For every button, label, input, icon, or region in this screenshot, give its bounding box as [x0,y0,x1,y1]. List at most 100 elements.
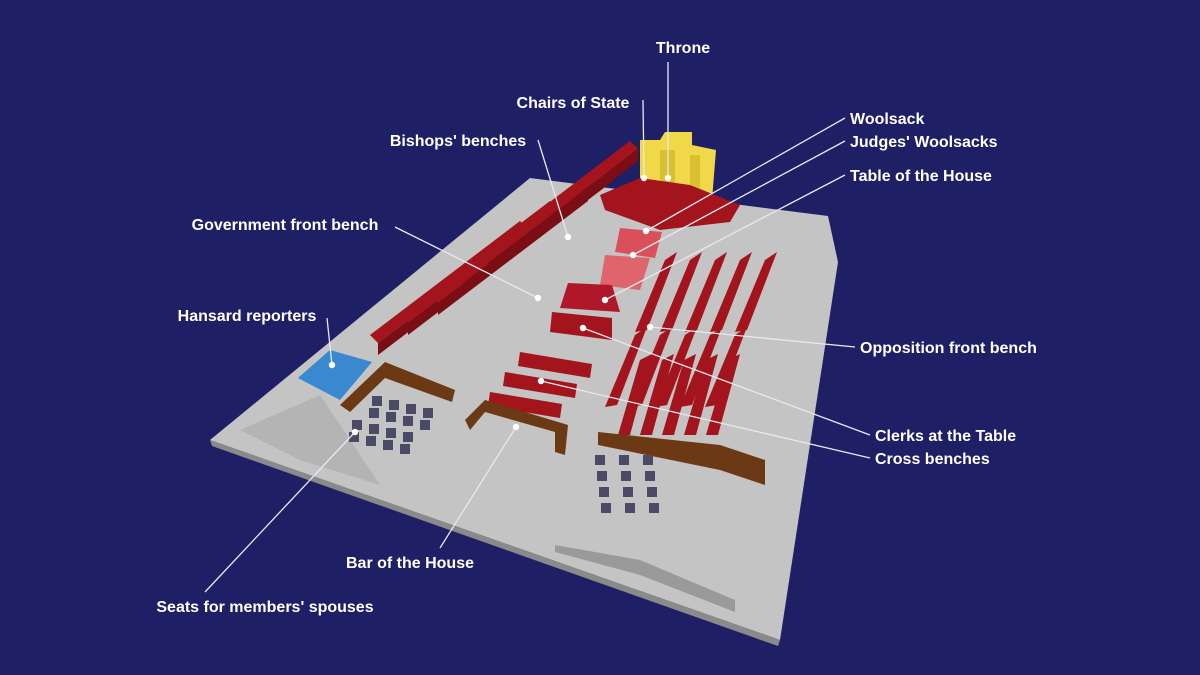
judges-woolsacks-seat [600,255,650,290]
opposition-bench [684,354,718,435]
bar-of-the-house-marker [512,423,520,431]
seat [349,432,359,442]
bench-side [588,149,638,199]
government-front-bench-leader-line [394,226,539,299]
opposition-front-bench-label: Opposition front bench [860,340,1037,357]
opposition-bench [706,354,740,435]
seat [369,408,379,418]
seat [403,432,413,442]
seat [366,436,376,446]
woolsack-seat [615,228,662,258]
cross-bench [488,392,562,418]
seat [599,487,609,497]
government-front-bench-label: Government front bench [192,217,379,234]
seat [645,471,655,481]
opposition-bench [640,354,674,435]
seat [647,487,657,497]
clerks-at-the-table-leader-line [582,327,871,436]
seat [649,503,659,513]
opposition-bench [735,252,777,332]
woolsack-marker [642,227,650,235]
chairs-of-state-leader-line [642,99,645,179]
floor-lower-right [555,545,735,612]
seat [625,503,635,513]
seat [619,455,629,465]
bench-side [488,225,538,275]
opposition-bench [662,354,696,435]
table-of-the-house-shape [560,283,620,312]
bench-side [538,187,588,237]
government-bench [580,141,638,187]
table-of-the-house-leader-line [604,174,846,301]
seat [352,420,362,430]
government-bench [530,179,588,225]
government-front-bench-marker [534,294,542,302]
government-bench [480,217,538,263]
seat [369,424,379,434]
bishops-benches-marker [564,233,572,241]
chairs-of-state-marker [640,174,648,182]
bar-of-the-house-rail [465,400,568,455]
throne-label: Throne [656,40,710,57]
seats-for-members-spouses-label: Seats for members' spouses [156,599,373,616]
bar-of-the-house-label: Bar of the House [346,555,474,572]
hansard-reporters-marker [328,361,336,369]
seat [597,471,607,481]
cross-benches-leader-line [540,380,871,459]
seat [643,455,653,465]
spouses-seats-group [349,396,659,513]
woolsack-leader-line [645,117,846,232]
throne-marker [664,174,672,182]
table-of-the-house-marker [601,296,609,304]
seat [601,503,611,513]
seats-for-members-spouses-marker [351,428,359,436]
cross-benches-marker [537,377,545,385]
opposition-bench [618,354,652,435]
seats-for-members-spouses-leader-line [204,431,356,593]
opposition-bench [605,327,647,407]
bishops-benches-label: Bishops' benches [390,133,526,150]
floor-lower-left [240,395,380,485]
cross-bench [503,372,577,398]
seat [386,428,396,438]
seat [623,487,633,497]
seat [406,404,416,414]
seat [403,416,413,426]
seat [423,408,433,418]
judges-woolsacks-marker [629,251,637,259]
opposition-bench [630,327,672,407]
seat [400,444,410,454]
hansard-reporters-leader-line [326,317,333,366]
brass-rail-right [598,432,765,485]
opposition-bench [710,252,752,332]
clerks-at-the-table-label: Clerks at the Table [875,428,1016,445]
woolsack-label: Woolsack [850,111,925,128]
opposition-bench [635,252,677,332]
opposition-bench [685,252,727,332]
table-of-the-house-label: Table of the House [850,168,992,185]
seat [621,471,631,481]
cross-bench [518,352,592,378]
seat [595,455,605,465]
opposition-front-bench-leader-line [649,326,856,348]
cross-benches-label: Cross benches [875,451,990,468]
bar-of-the-house-leader-line [439,426,517,549]
seat [372,396,382,406]
brass-rail-left [340,362,455,412]
chairs-of-state-label: Chairs of State [517,95,630,112]
hansard-reporters-label: Hansard reporters [178,308,317,325]
seat [383,440,393,450]
opposition-bench [660,252,702,332]
opposition-bench [655,327,697,407]
judges-woolsacks-label: Judges' Woolsacks [850,134,998,151]
opposition-bench [680,327,722,407]
seat [389,400,399,410]
judges-woolsacks-leader-line [632,140,846,256]
seat [386,412,396,422]
floor-edge [210,440,780,646]
benches-group [370,141,777,435]
seat [420,420,430,430]
